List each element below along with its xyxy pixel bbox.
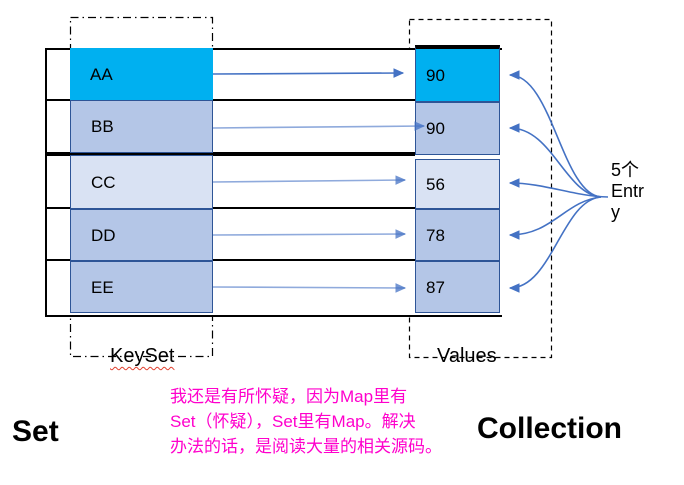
doubt-note: 我还是有所怀疑，因为Map里有 Set（怀疑），Set里有Map。解决 办法的话… <box>170 387 442 456</box>
keyset-label: KeySet <box>110 345 175 367</box>
row-divider-2-thick <box>45 152 415 156</box>
row-divider-3 <box>45 207 415 209</box>
entry-arrow-5 <box>508 196 602 293</box>
entry-arrow-1 <box>508 70 602 198</box>
row-divider-1 <box>45 99 415 101</box>
values-cell-2: 90 <box>415 102 500 155</box>
keyset-cell-ee: EE <box>70 261 213 313</box>
values-cell-1: 90 <box>415 46 500 102</box>
entry-arrow-2 <box>508 123 602 198</box>
entry-count-label: 5个 Entr y <box>611 160 645 222</box>
values-label: Values <box>437 345 497 367</box>
keyset-cell-aa: AA <box>70 48 213 100</box>
entry-arrow-3 <box>508 178 609 198</box>
values-cell-4: 78 <box>415 209 500 261</box>
set-caption: Set <box>12 415 59 448</box>
keyset-cell-bb: BB <box>70 100 213 153</box>
values-cell-3: 56 <box>415 159 500 209</box>
row-divider-4 <box>45 259 415 261</box>
keyset-cell-dd: DD <box>70 209 213 261</box>
collection-caption: Collection <box>477 412 623 445</box>
keyset-cell-cc: CC <box>70 155 213 209</box>
values-cell-5: 87 <box>415 261 500 313</box>
entry-arrow-4 <box>508 196 602 240</box>
